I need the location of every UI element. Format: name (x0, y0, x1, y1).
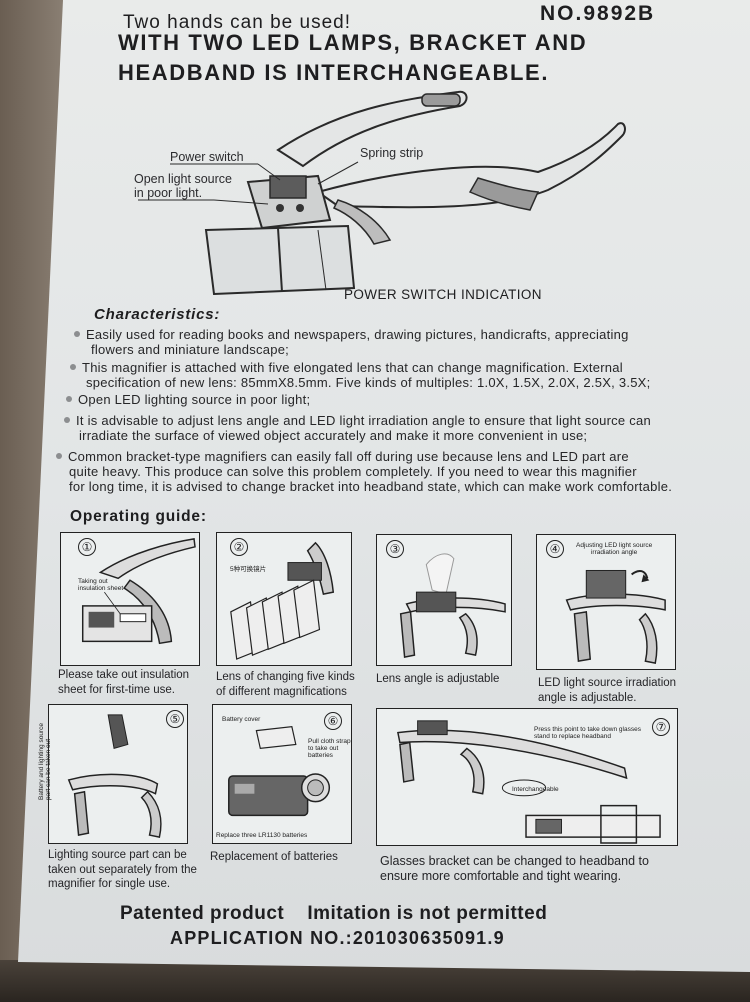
step-4-label-line1: Adjusting LED light source (576, 542, 653, 549)
bullet-icon (74, 331, 80, 337)
step-1-label: Taking out insulation sheet (78, 578, 123, 592)
characteristic-text: specification of new lens: 85mmX8.5mm. F… (86, 375, 651, 390)
step-2-number: ② (230, 538, 248, 556)
characteristic-item: Common bracket-type magnifiers can easil… (56, 449, 672, 494)
step-1-caption-line2: sheet for first-time use. (58, 683, 175, 696)
step-7-number: ⑦ (652, 718, 670, 736)
step-2-caption-line2: of different magnifications (216, 685, 347, 698)
step-5-illustration (67, 714, 162, 838)
step-1-number: ① (78, 538, 96, 556)
callout-spring-strip: Spring strip (360, 146, 424, 160)
characteristic-text: Open LED lighting source in poor light; (78, 392, 311, 407)
power-switch-indication: POWER SWITCH INDICATION (344, 287, 542, 302)
step-7-panel (376, 708, 678, 846)
step-5-caption-line2: taken out separately from the (48, 863, 197, 876)
step-4-caption-line2: angle is adjustable. (538, 691, 637, 704)
model-number: NO.9892B (540, 2, 656, 25)
step-4-caption-line1: LED light source irradiation (538, 677, 677, 689)
characteristic-text: flowers and miniature landscape; (91, 342, 290, 357)
step-7-caption-line2: ensure more comfortable and tight wearin… (380, 868, 622, 883)
bullet-icon (66, 396, 72, 402)
header-title-line2: HEADBAND IS INTERCHANGEABLE. (118, 60, 550, 85)
characteristic-item: It is advisable to adjust lens angle and… (64, 413, 651, 443)
step-2-illustration (230, 541, 335, 660)
header-title-line1: WITH TWO LED LAMPS, BRACKET AND (118, 30, 588, 55)
characteristic-text: Easily used for reading books and newspa… (86, 327, 629, 342)
step-1-caption: Please take out insulation sheet for fir… (58, 668, 189, 697)
characteristic-item: Open LED lighting source in poor light; (66, 392, 310, 407)
step-7-label: Press this point to take down glasses st… (534, 726, 641, 740)
step-2-caption: Lens of changing five kinds of different… (216, 670, 355, 699)
step-7-caption: Glasses bracket can be changed to headba… (380, 854, 649, 883)
step-4-illustration (565, 569, 666, 664)
step-3-caption: Lens angle is adjustable (376, 673, 500, 685)
step-7-label-interchangeable: Interchangeable (512, 786, 559, 793)
step-2-label: 5种可换镜片 (230, 566, 267, 573)
characteristic-text: irradiate the surface of viewed object a… (79, 428, 588, 443)
callout-open-light-line2: in poor light. (134, 186, 203, 200)
step-6-illustration (228, 726, 331, 817)
characteristic-text: for long time, it is advised to change b… (69, 479, 673, 494)
step-6-caption: Replacement of batteries (210, 851, 338, 863)
characteristic-text: quite heavy. This produce can solve this… (69, 464, 637, 479)
bullet-icon (70, 364, 76, 370)
application-number: APPLICATION NO.:201030635091.9 (170, 928, 505, 948)
characteristic-text: It is advisable to adjust lens angle and… (76, 413, 651, 428)
characteristics-title: Characteristics: (94, 306, 221, 323)
step-4-caption: LED light source irradiation angle is ad… (538, 676, 676, 705)
callout-power-switch: Power switch (170, 150, 244, 164)
characteristic-text: This magnifier is attached with five elo… (82, 360, 623, 375)
step-5-panel (48, 704, 188, 844)
step-7-label-line2: stand to replace headband (534, 733, 611, 740)
step-5-caption-line1: Lighting source part can be (48, 849, 187, 861)
step-4-number: ④ (546, 540, 564, 558)
step-1-illustration (81, 538, 196, 645)
step-7-illustration (397, 720, 661, 844)
step-2-caption-line1: Lens of changing five kinds (216, 671, 355, 683)
step-3-panel (376, 534, 512, 666)
step-7-caption-line1: Glasses bracket can be changed to headba… (380, 854, 649, 868)
step-1-caption-line1: Please take out insulation (58, 669, 190, 681)
characteristic-text: Common bracket-type magnifiers can easil… (68, 449, 629, 464)
characteristic-item: Easily used for reading books and newspa… (74, 327, 629, 357)
step-6-label-pull-strap: Pull cloth strap to take out batteries (308, 738, 351, 759)
bullet-icon (56, 453, 62, 459)
step-5-label-line2: part can be taken out (45, 738, 52, 800)
step-1-label-line1: Taking out (78, 578, 108, 585)
step-6-label-battery-cover: Battery cover (222, 716, 261, 723)
step-5-caption: Lighting source part can be taken out se… (48, 848, 197, 892)
step-3-illustration (399, 553, 506, 659)
step-5-label: Battery and lighting source part can be … (38, 710, 52, 800)
patent-notice: Patented product Imitation is not permit… (120, 903, 548, 924)
step-1-label-line2: insulation sheet (78, 585, 124, 592)
callout-open-light-line1: Open light source (134, 172, 232, 186)
step-5-caption-line3: magnifier for single use. (48, 878, 171, 890)
step-5-number: ⑤ (166, 710, 184, 728)
header-title: WITH TWO LED LAMPS, BRACKET AND HEADBAND… (118, 28, 718, 88)
operating-guide-title: Operating guide: (70, 508, 207, 525)
step-6-number: ⑥ (324, 712, 342, 730)
step-6-label-replace: Replace three LR1130 batteries (216, 832, 308, 839)
callout-open-light: Open light source in poor light. (134, 172, 232, 200)
step-5-label-line1: Battery and lighting source (38, 723, 45, 800)
bullet-icon (64, 417, 70, 423)
step-1-panel (60, 532, 200, 666)
step-3-number: ③ (386, 540, 404, 558)
instruction-sheet: Two hands can be used! NO.9892B WITH TWO… (18, 0, 750, 972)
characteristic-item: This magnifier is attached with five elo… (70, 360, 650, 390)
step-4-label: Adjusting LED light source irradiation a… (576, 542, 652, 556)
step-7-label-line1: Press this point to take down glasses (534, 726, 641, 733)
product-diagram (138, 90, 626, 295)
step-4-label-line2: irradiation angle (590, 549, 638, 556)
header-subtitle: Two hands can be used! (123, 12, 351, 33)
